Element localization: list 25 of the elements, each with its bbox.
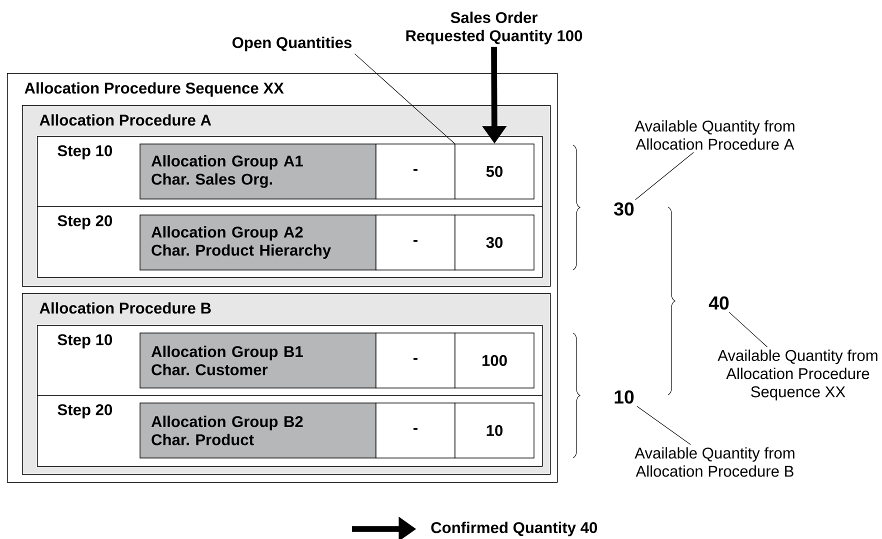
quantity-cell: - [376, 402, 456, 458]
annotation-text: Sales Order Requested Quantity 100 [406, 12, 582, 44]
leader-line [636, 406, 691, 445]
allocation-group-box: Allocation Group A1 Char. Sales Org. [140, 144, 376, 200]
quantity-cell: 30 [454, 214, 534, 270]
quantity-cell: 10 [454, 402, 534, 458]
quantity-value: 10 [614, 390, 634, 404]
annotation-text: Available Quantity from Allocation Procedure A [634, 120, 794, 150]
annotation-text: Open Quantities [232, 36, 352, 52]
leader-line [635, 152, 694, 200]
leader-line [728, 312, 768, 348]
quantity-cell: 100 [454, 332, 534, 388]
quantity-cell: - [376, 214, 456, 270]
quantity-cell: - [376, 144, 456, 200]
annotation-text: Available Quantity from Allocation Procedure Sequence XX [718, 350, 878, 400]
annotation-text: Available Quantity from Allocation Procedure B [634, 447, 794, 477]
quantity-cell: - [376, 332, 456, 388]
allocation-group-box: Allocation Group B2 Char. Product [140, 402, 376, 458]
allocation-group-box: Allocation Group A2 Char. Product Hierarchy [140, 214, 376, 270]
leader-line [354, 54, 455, 144]
quantity-value: 40 [708, 296, 729, 310]
allocation-group-box: Allocation Group B1 Char. Customer [140, 332, 376, 388]
result-text: Confirmed Quantity 40 [431, 522, 598, 536]
quantity-cell: 50 [454, 144, 534, 200]
quantity-value: 30 [614, 202, 634, 216]
